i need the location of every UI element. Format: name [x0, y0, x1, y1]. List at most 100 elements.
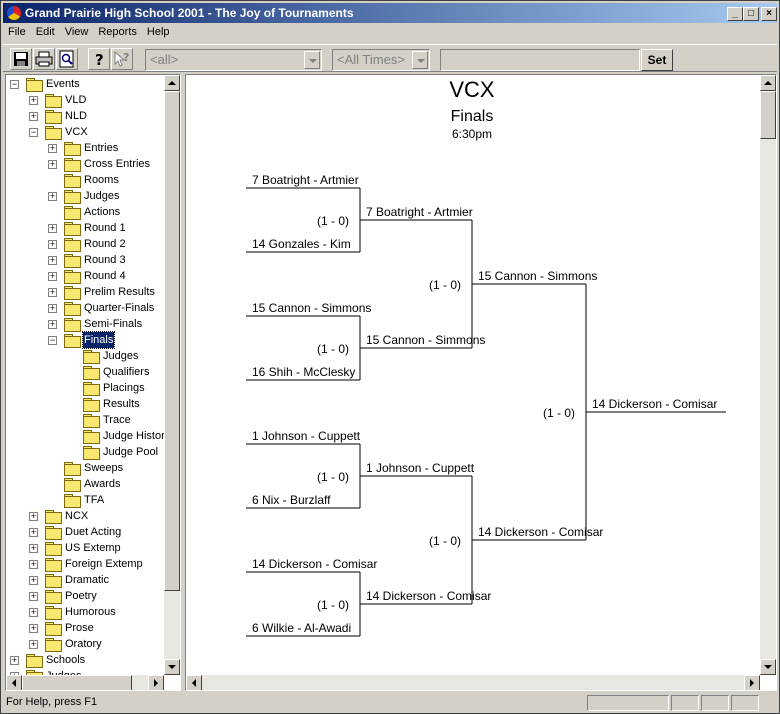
round1-entry: 16 Shih - McClesky — [252, 365, 355, 379]
expand-icon[interactable]: + — [29, 511, 38, 521]
collapse-icon[interactable]: − — [10, 79, 19, 89]
scroll-thumb[interactable] — [22, 675, 132, 690]
tree-horizontal-scrollbar[interactable] — [6, 675, 164, 690]
tree-item-label: VLD — [65, 94, 87, 106]
expand-icon[interactable]: + — [29, 607, 38, 617]
chevron-down-icon[interactable] — [304, 51, 320, 69]
collapse-icon[interactable]: − — [48, 335, 57, 345]
folder-icon — [64, 462, 81, 476]
expand-icon[interactable]: + — [29, 527, 38, 537]
tree-item-label: Duet Acting — [65, 526, 122, 538]
expand-icon[interactable]: + — [48, 223, 57, 233]
expand-icon[interactable]: + — [48, 239, 57, 249]
round1-score: (1 - 0) — [317, 214, 349, 228]
set-button[interactable]: Set — [641, 49, 673, 71]
expand-icon[interactable]: + — [29, 623, 38, 633]
tree-item-label: Events — [46, 78, 80, 90]
chevron-down-icon[interactable] — [412, 51, 428, 69]
app-icon — [7, 6, 21, 20]
save-button[interactable] — [10, 48, 32, 70]
tree-item-label: Humorous — [65, 606, 116, 618]
menu-reports[interactable]: Reports — [98, 26, 137, 38]
report-horizontal-scrollbar[interactable] — [186, 675, 760, 690]
expand-icon[interactable]: + — [10, 672, 19, 675]
folder-icon — [45, 574, 62, 588]
expand-icon[interactable]: + — [48, 287, 57, 297]
folder-icon — [64, 494, 81, 508]
folder-icon — [83, 350, 100, 364]
expand-icon[interactable]: + — [48, 255, 57, 265]
expand-icon[interactable]: + — [29, 559, 38, 569]
folder-icon — [64, 270, 81, 284]
scroll-right-button[interactable] — [148, 675, 164, 690]
help-icon: ? — [95, 51, 104, 69]
menu-bar: File Edit View Reports Help — [3, 24, 777, 42]
menu-view[interactable]: View — [64, 26, 89, 38]
folder-icon — [45, 558, 62, 572]
expand-icon[interactable]: + — [29, 111, 38, 121]
folder-icon — [83, 398, 100, 412]
round1-entry: 14 Dickerson - Comisar — [252, 557, 377, 571]
expand-icon[interactable]: + — [29, 95, 38, 105]
menu-edit[interactable]: Edit — [35, 26, 55, 38]
folder-icon — [26, 78, 43, 92]
event-tree-pane: −Events+VLD+NLD−VCX+Entries+Cross Entrie… — [5, 74, 181, 691]
expand-icon[interactable]: + — [29, 575, 38, 585]
tree-vertical-scrollbar[interactable] — [164, 75, 180, 675]
close-button[interactable]: × — [761, 7, 777, 21]
time-combo[interactable]: <All Times> — [332, 49, 430, 71]
event-combo[interactable]: <all> — [145, 49, 322, 71]
scroll-up-button[interactable] — [760, 75, 776, 91]
scroll-thumb[interactable] — [164, 91, 180, 591]
context-help-button[interactable]: ? — [111, 48, 133, 70]
round2-entry: 1 Johnson - Cuppett — [366, 461, 475, 475]
tree-item-label: NLD — [65, 110, 88, 122]
print-preview-button[interactable] — [56, 48, 78, 70]
folder-icon — [83, 382, 100, 396]
tree-item-label: Round 1 — [84, 222, 126, 234]
menu-help[interactable]: Help — [146, 26, 170, 38]
folder-icon — [45, 526, 62, 540]
folder-icon — [45, 126, 62, 140]
scroll-down-button[interactable] — [164, 659, 180, 675]
expand-icon[interactable]: + — [29, 639, 38, 649]
report-time: 6:30pm — [452, 127, 492, 141]
folder-icon — [45, 622, 62, 636]
help-button[interactable]: ? — [88, 48, 110, 70]
report-event-title: VCX — [449, 77, 495, 102]
expand-icon[interactable]: + — [29, 591, 38, 601]
scroll-left-button[interactable] — [186, 675, 202, 690]
expand-icon[interactable]: + — [48, 271, 57, 281]
tree-item-label: Judges — [45, 668, 82, 675]
expand-icon[interactable]: + — [48, 303, 57, 313]
menu-file[interactable]: File — [8, 26, 26, 38]
tree-item-label: Judges — [103, 350, 139, 362]
scroll-up-button[interactable] — [164, 75, 180, 91]
printer-icon — [35, 51, 53, 67]
report-vertical-scrollbar[interactable] — [760, 75, 776, 675]
expand-icon[interactable]: + — [48, 191, 57, 201]
collapse-icon[interactable]: − — [29, 127, 38, 137]
print-button[interactable] — [33, 48, 55, 70]
folder-icon — [45, 542, 62, 556]
folder-icon — [83, 446, 100, 460]
title-bar[interactable]: Grand Prairie High School 2001 - The Joy… — [3, 3, 777, 23]
expand-icon[interactable]: + — [10, 655, 19, 665]
status-panel — [701, 695, 729, 711]
folder-icon — [64, 222, 81, 236]
maximize-button[interactable]: □ — [743, 7, 759, 21]
set-input[interactable] — [440, 49, 640, 71]
expand-icon[interactable]: + — [48, 159, 57, 169]
scroll-down-button[interactable] — [760, 659, 776, 675]
expand-icon[interactable]: + — [48, 319, 57, 329]
scroll-right-button[interactable] — [744, 675, 760, 690]
expand-icon[interactable]: + — [48, 143, 57, 153]
minimize-button[interactable]: _ — [727, 7, 743, 21]
expand-icon[interactable]: + — [29, 543, 38, 553]
scroll-left-button[interactable] — [6, 675, 22, 690]
folder-icon — [64, 142, 81, 156]
tree-item-label: Trace — [103, 414, 131, 426]
scroll-thumb[interactable] — [760, 91, 776, 139]
round3-entry: 14 Dickerson - Comisar — [478, 525, 603, 539]
